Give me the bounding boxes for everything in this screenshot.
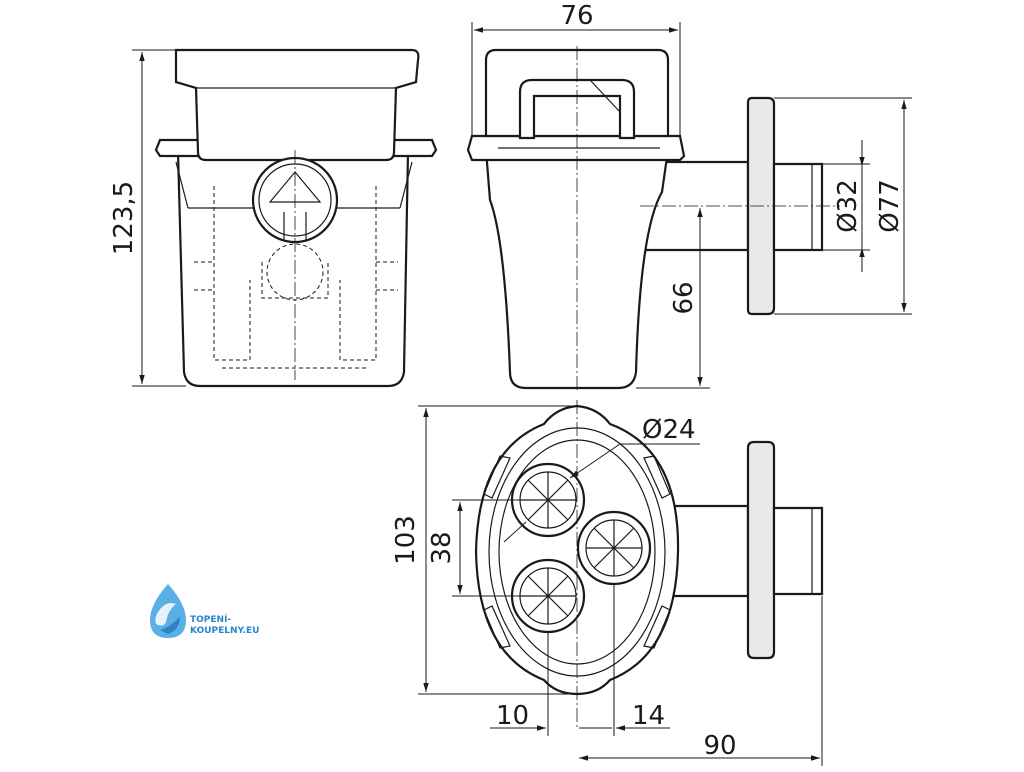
dim-spacing: 38: [427, 499, 548, 597]
label-width-top: 76: [560, 1, 593, 31]
plan-view: [474, 400, 824, 730]
label-dia-filter: Ø24: [642, 415, 696, 445]
logo-line-2: KOUPELNY.EU: [190, 626, 259, 636]
label-height-total: 123,5: [109, 181, 139, 255]
dim-dia-small: Ø32: [822, 140, 870, 272]
water-drop-icon: [150, 584, 186, 638]
side-view: [466, 46, 840, 390]
label-offset-right: 14: [632, 701, 665, 731]
dim-length-plan: 103: [391, 405, 577, 695]
front-view: [154, 48, 438, 388]
label-dia-large: Ø77: [875, 179, 905, 233]
logo-line-1: TOPENÍ-: [190, 613, 231, 625]
label-depth-total: 90: [703, 731, 736, 761]
dim-dia-filter: Ø24: [503, 415, 700, 543]
filter-2: [576, 510, 652, 586]
brand-logo: TOPENÍ- KOUPELNY.EU: [150, 584, 259, 638]
dim-height-total: 123,5: [109, 49, 186, 387]
dim-offsets: 10 14: [490, 584, 670, 736]
dim-depth-total: 90: [579, 596, 823, 766]
label-length-plan: 103: [391, 515, 421, 565]
label-offset-left: 10: [496, 701, 529, 731]
dim-dia-large: Ø77: [774, 97, 912, 315]
label-dia-small: Ø32: [833, 179, 863, 233]
dim-outlet-height: 66: [636, 208, 710, 389]
dim-width-top: 76: [471, 1, 681, 136]
label-spacing: 38: [427, 531, 457, 564]
label-outlet-height: 66: [669, 281, 699, 314]
